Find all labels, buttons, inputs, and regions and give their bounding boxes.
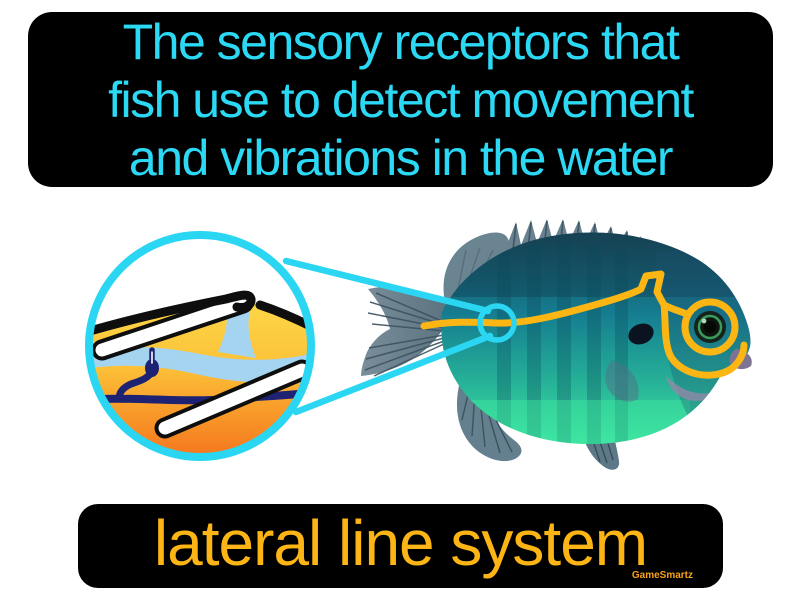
callout-small-circle bbox=[477, 303, 517, 343]
watermark: GameSmartz bbox=[631, 570, 693, 581]
scale-rod-1 bbox=[91, 292, 254, 361]
canal bbox=[89, 346, 311, 383]
term-label: lateral line system bbox=[153, 507, 648, 579]
scale-rod-2 bbox=[154, 359, 311, 439]
definition-box: The sensory receptors that fish use to d… bbox=[28, 12, 773, 187]
opercular-flap bbox=[628, 323, 654, 345]
magnifier-ring bbox=[85, 231, 315, 461]
term-box: lateral line system GameSmartz bbox=[78, 504, 723, 588]
callout-line-upper bbox=[282, 257, 492, 315]
pectoral-fin bbox=[605, 360, 639, 402]
fish-eye bbox=[694, 311, 726, 343]
tail-fin bbox=[361, 286, 450, 377]
definition-line-2: fish use to detect movement bbox=[108, 71, 694, 128]
magnifier-inset bbox=[85, 231, 315, 461]
nerve-branch bbox=[116, 366, 156, 403]
jaw-branch bbox=[660, 301, 748, 379]
definition-line-3: and vibrations in the water bbox=[128, 129, 674, 186]
eye-ring bbox=[681, 298, 739, 356]
neuromast bbox=[145, 347, 159, 377]
definition-line-1: The sensory receptors that bbox=[122, 13, 680, 70]
callout-line-lower bbox=[292, 332, 494, 416]
fish-illustration bbox=[361, 219, 752, 470]
skin-surface-line bbox=[89, 290, 311, 339]
lateral-line-path bbox=[420, 270, 668, 330]
